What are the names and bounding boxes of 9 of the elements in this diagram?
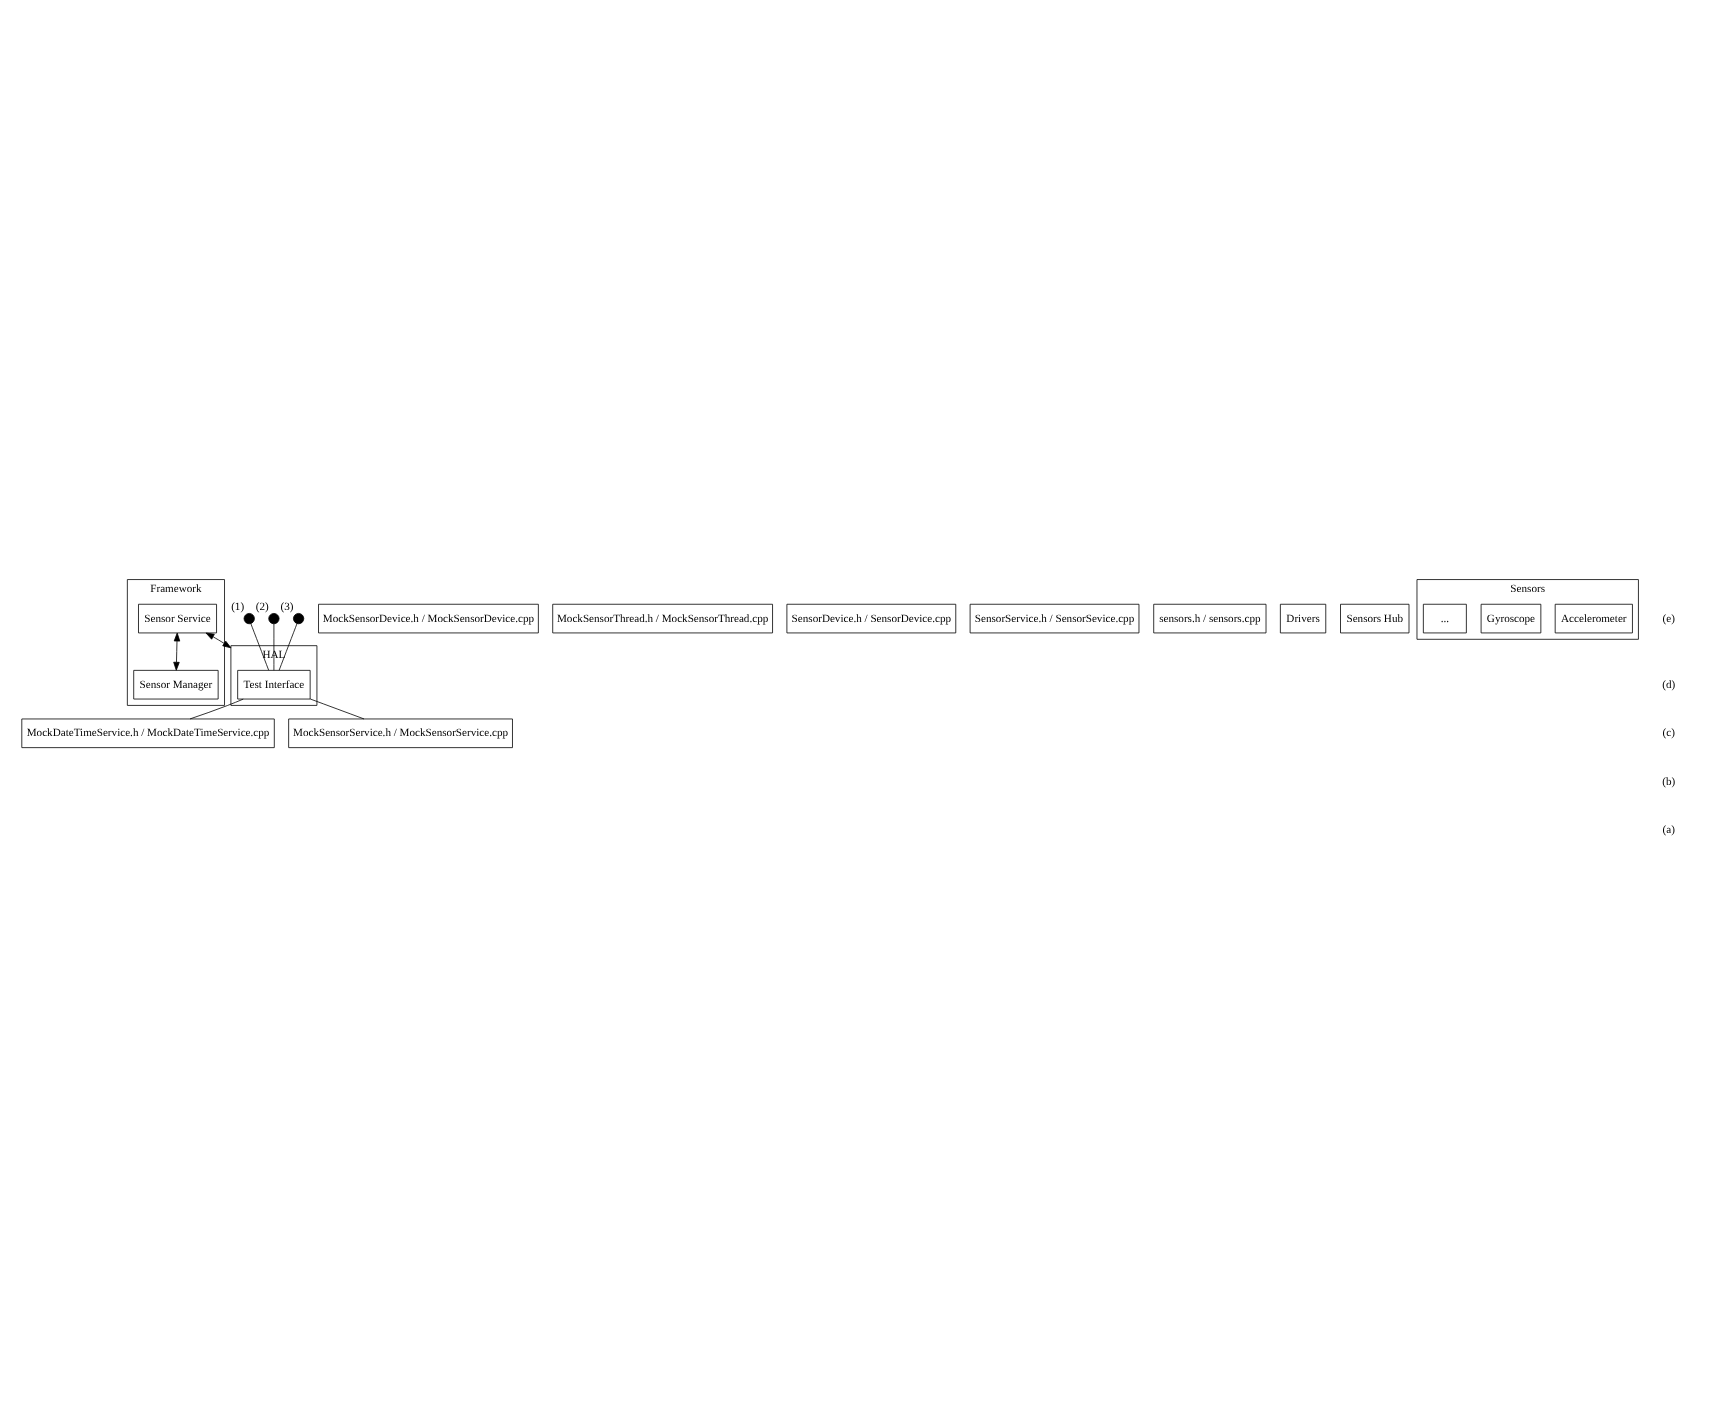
connector	[278, 623, 298, 671]
connector	[309, 698, 365, 720]
connector	[273, 623, 275, 671]
arrow	[205, 632, 232, 649]
arrow	[173, 632, 181, 671]
connector	[250, 623, 270, 671]
node-circle	[243, 613, 255, 625]
node-circle	[293, 613, 305, 625]
node-circle	[268, 613, 280, 625]
